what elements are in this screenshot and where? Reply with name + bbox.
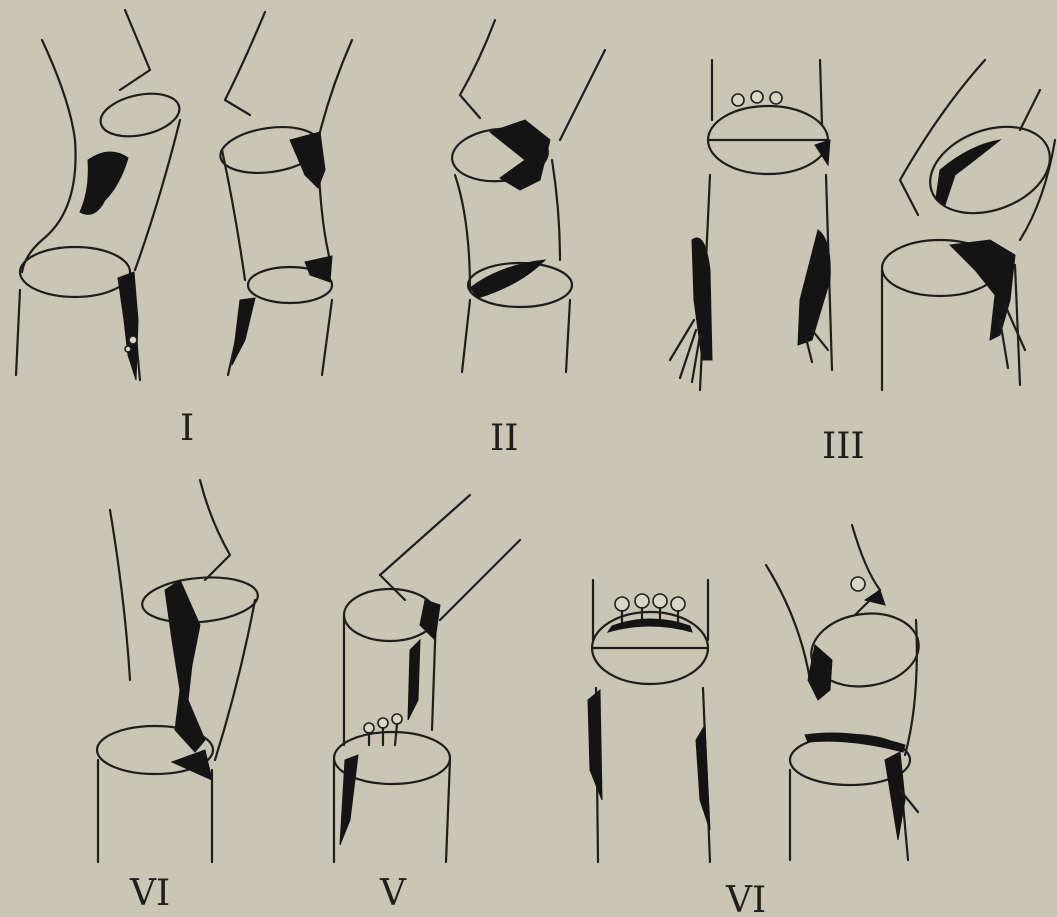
panel-label-2: II xyxy=(490,418,518,459)
panel-2-drawings: II xyxy=(450,20,605,459)
panel-3-drawings: III xyxy=(670,60,1057,467)
panel-label-4: VI xyxy=(129,873,170,914)
panel-1-drawings: I xyxy=(16,10,352,449)
panel-label-6: VI xyxy=(725,880,766,917)
panel-5-drawings: V xyxy=(334,495,520,914)
panel-4-drawings: VI xyxy=(97,480,260,914)
panel-label-3: III xyxy=(822,426,865,467)
panel-label-5: V xyxy=(379,873,407,914)
panel-6-drawings: VI xyxy=(588,525,923,917)
panel-label-1: I xyxy=(180,408,194,449)
